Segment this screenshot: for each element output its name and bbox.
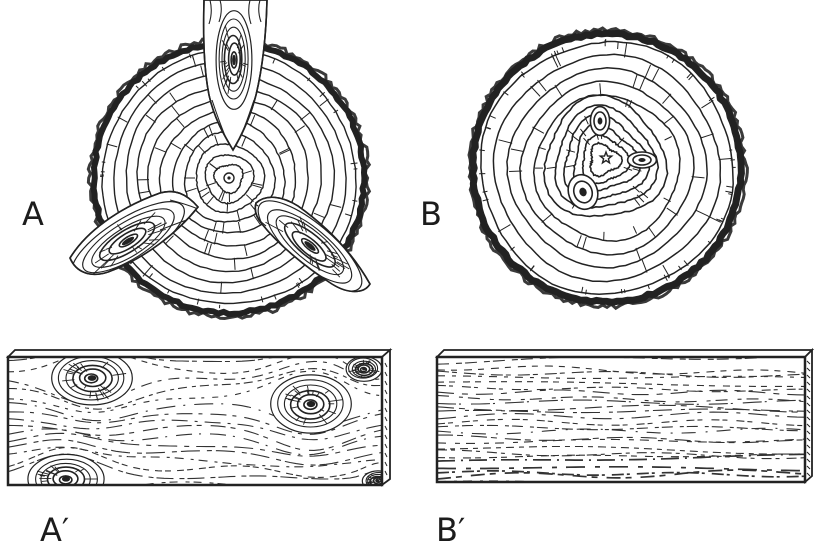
label-log-a: A <box>22 196 44 232</box>
label-board-a: A′ <box>40 512 69 548</box>
knot <box>271 375 352 433</box>
knot <box>52 351 133 405</box>
knot <box>346 357 382 382</box>
label-board-b: B′ <box>436 512 465 548</box>
knot <box>28 454 104 503</box>
log-cross-section-b <box>469 28 747 308</box>
enclosed-knot <box>628 152 657 168</box>
label-log-b: B <box>420 196 442 232</box>
log-cross-section-a <box>61 0 374 319</box>
enclosed-knot <box>590 107 609 136</box>
board-with-knots <box>8 346 394 505</box>
ray-line <box>227 202 228 212</box>
ray-line <box>509 171 522 172</box>
knot <box>216 11 252 110</box>
board-clear <box>437 350 812 486</box>
bark <box>473 33 742 302</box>
